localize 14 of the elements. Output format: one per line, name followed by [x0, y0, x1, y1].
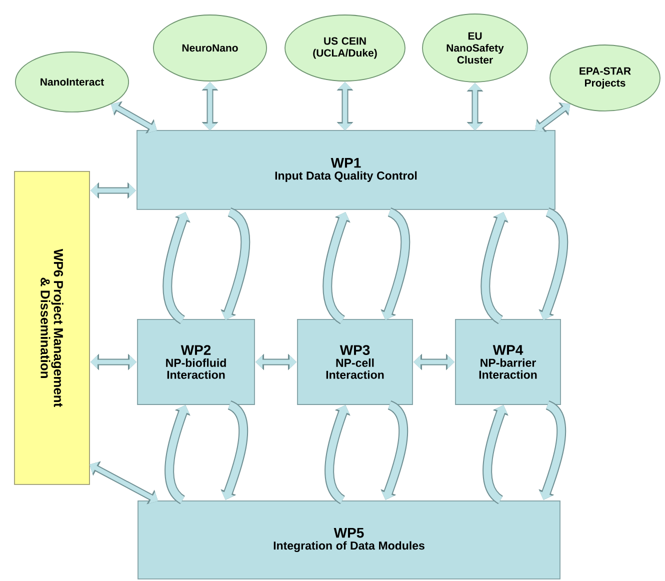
double-arrow — [336, 82, 354, 130]
work-package-box: WP4 NP-barrier Interaction — [455, 319, 561, 405]
work-package-box: WP1 Input Data Quality Control — [136, 130, 556, 210]
double-arrow — [202, 82, 218, 130]
double-arrow — [256, 354, 296, 370]
management-bar: WP6 Project Management & Dissemination — [14, 171, 90, 485]
work-package-box: WP2 NP-biofluid Interaction — [137, 319, 255, 405]
double-arrow — [535, 102, 570, 132]
double-arrow — [466, 83, 484, 130]
double-arrow — [90, 354, 136, 370]
work-package-box: WP5 Integration of Data Modules — [138, 500, 560, 580]
double-arrow — [414, 354, 454, 370]
double-arrow — [90, 182, 136, 199]
work-package-box: WP3 NP-cell Interaction — [297, 319, 413, 405]
